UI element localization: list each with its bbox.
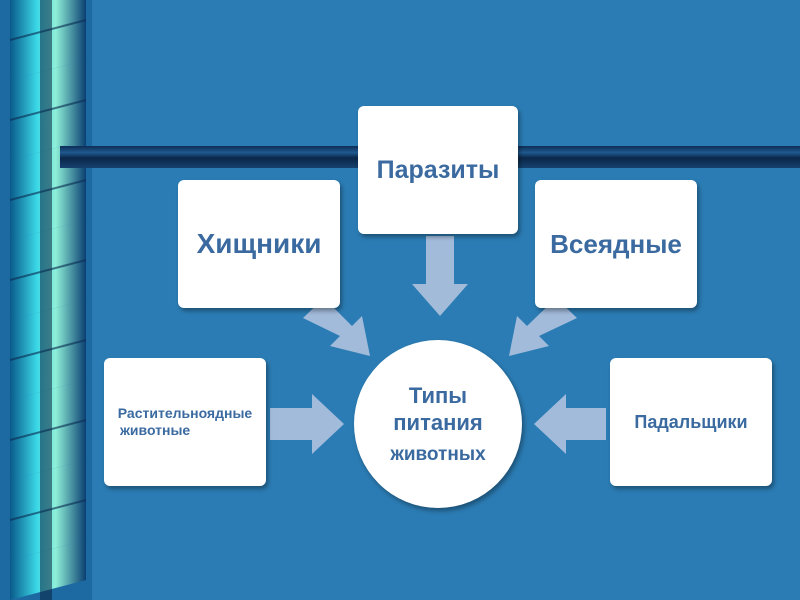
node-scavengers-label: Падальщики bbox=[634, 411, 748, 432]
node-predators-label: Хищники bbox=[196, 228, 322, 259]
node-herbivores-label-line2: животные bbox=[120, 422, 191, 438]
arrow-predators bbox=[303, 298, 370, 356]
node-predators: Хищники bbox=[178, 180, 340, 308]
center-line-2: питания bbox=[393, 410, 483, 436]
arrow-omnivores bbox=[509, 298, 577, 356]
node-parasites: Паразиты bbox=[358, 106, 518, 234]
arrow-scavengers bbox=[534, 394, 606, 454]
center-node: Типы питания животных bbox=[354, 340, 522, 508]
node-scavengers: Падальщики bbox=[610, 358, 772, 486]
node-omnivores-label: Всеядные bbox=[550, 228, 682, 259]
node-herbivores-label-line1: Растительноядные bbox=[117, 405, 253, 422]
node-omnivores: Всеядные bbox=[535, 180, 697, 308]
center-line-1: Типы bbox=[408, 382, 468, 408]
center-line-3: животных bbox=[390, 443, 486, 465]
arrow-herbivores bbox=[270, 394, 344, 454]
node-herbivores: Растительноядные животные bbox=[104, 358, 266, 486]
node-parasites-label: Паразиты bbox=[376, 155, 500, 184]
arrow-parasites bbox=[412, 236, 468, 316]
decorative-ribbon bbox=[0, 0, 92, 600]
